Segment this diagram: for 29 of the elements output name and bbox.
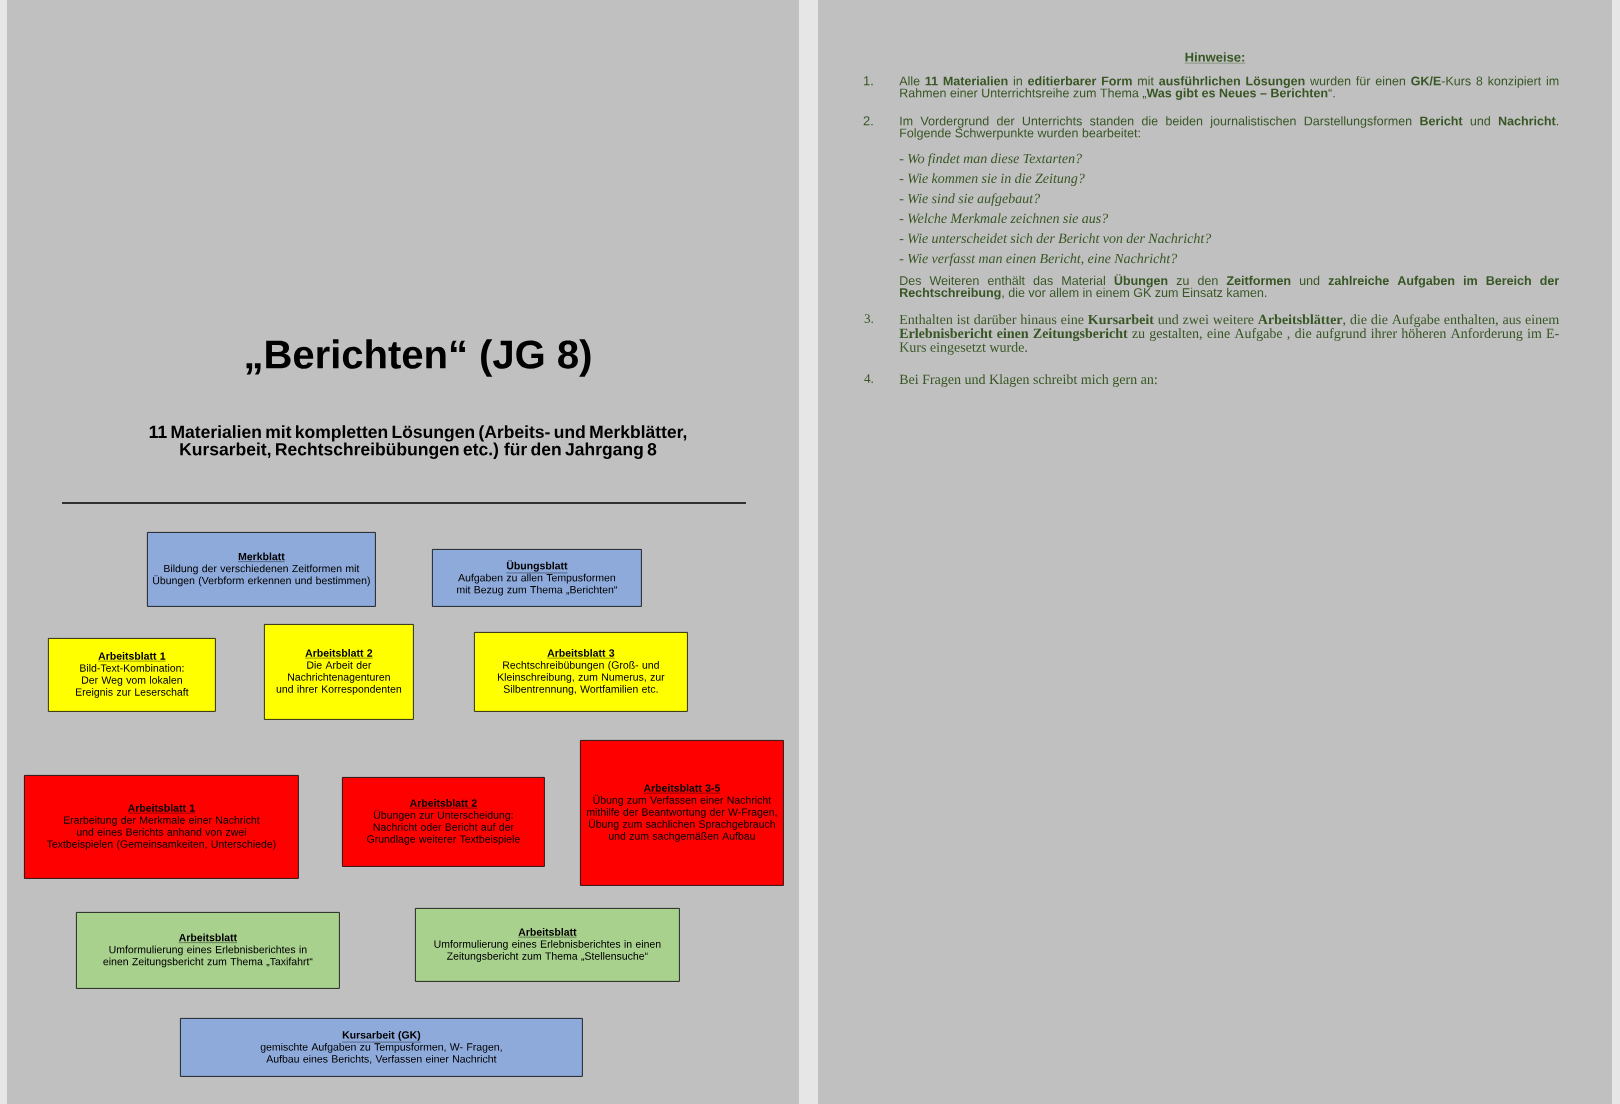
question-item: - Wie verfasst man einen Bericht, eine Nachricht? bbox=[899, 253, 1178, 267]
subtitle: 11 Materialien mit kompletten Lösungen (Arbeits- und Merkblätter, Kursarbeit, Rechtschreibübungen etc.) für den Jahrgang 8 bbox=[149, 425, 687, 459]
paragraph: Alle 11 Materialien in editierbarer Form mit ausführlichen Lösungen wurden für einen GK/E-Kurs 8 konzipiert im Rahmen einer Unterrichtsreihe zum Thema „Was gibt es Neues – Berichten“. bbox=[899, 76, 1559, 100]
list-number: 1. bbox=[863, 76, 873, 86]
question-item: - Welche Merkmale zeichnen sie aus? bbox=[899, 213, 1109, 224]
worksheet-box: Übungsblatt Aufgaben zu allen Tempusformen mit Bezug zum Thema „Berichten“ bbox=[432, 549, 642, 607]
paragraph: Enthalten ist darüber hinaus eine Kursarbeit und zwei weitere Arbeitsblätter, die die Aufgabe enthalten, aus einem Erlebnisbericht einen Zeitungsbericht zu gestalten, eine Aufgabe , die aufgrund ihrer höheren Anforderung im E- Kurs eingesetzt wurde. bbox=[899, 314, 1559, 355]
heading: Hinweise: bbox=[1184, 52, 1246, 64]
worksheet-box: Arbeitsblatt 2 Die Arbeit der Nachrichtenagenturen und ihrer Korrespondenten bbox=[264, 624, 414, 720]
worksheet-box: Kursarbeit (GK) gemischte Aufgaben zu Tempusformen, W- Fragen, Aufbau eines Berichts, Verfassen einer Nachricht bbox=[180, 1018, 583, 1077]
worksheet-box: Merkblatt Bildung der verschiedenen Zeitformen mit Übungen (Verbform erkennen und bestimmen) bbox=[147, 532, 376, 607]
worksheet-box: Arbeitsblatt 1 Erarbeitung der Merkmale einer Nachricht und eines Berichts anhand von zwei Textbeispielen (Gemeinsamkeiten, Unterschiede) bbox=[24, 775, 299, 879]
worksheet-box: Arbeitsblatt Umformulierung eines Erlebnisberichtes in einen Zeitungsbericht zum Thema „Taxifahrt“ bbox=[76, 912, 340, 989]
list-number: 3. bbox=[864, 314, 873, 323]
list-number: 2. bbox=[863, 116, 873, 126]
worksheet-box: Arbeitsblatt 3 Rechtschreibübungen (Groß- und Kleinschreibung, zum Numerus, zur Silbentrennung, Wortfamilien etc. bbox=[474, 632, 688, 712]
question-item: - Wie sind sie aufgebaut? bbox=[899, 193, 1040, 207]
worksheet-box: Arbeitsblatt 3-5 Übung zum Verfassen einer Nachricht mithilfe der Beantwortung der W-Fragen, Übung zum sachlichen Sprachgebrauch und zum sachgemäßen Aufbau bbox=[580, 740, 784, 886]
title: „Berichten“ (JG 8) bbox=[246, 339, 591, 377]
paragraph: Bei Fragen und Klagen schreibt mich gern an: bbox=[899, 374, 1157, 387]
worksheet-box: Arbeitsblatt 2 Übungen zur Unterscheidung: Nachricht oder Bericht auf der Grundlage weiterer Textbeispiele bbox=[342, 777, 545, 867]
worksheet-box: Arbeitsblatt 1 Bild-Text-Kombination: Der Weg vom lokalen Ereignis zur Leserschaft bbox=[48, 638, 216, 712]
question-item: - Wo findet man diese Textarten? bbox=[899, 153, 1082, 167]
worksheet-box: Arbeitsblatt Umformulierung eines Erlebnisberichtes in einen Zeitungsbericht zum Thema „Stellensuche“ bbox=[415, 908, 680, 982]
paragraph: Im Vordergrund der Unterrichts standen die beiden journalistischen Darstellungsformen Bericht und Nachricht. Folgende Schwerpunkte wurden bearbeitet: bbox=[900, 116, 1559, 140]
question-item: - Wie kommen sie in die Zeitung? bbox=[899, 173, 1085, 186]
paragraph: Des Weiteren enthält das Material Übungen zu den Zeitformen und zahlreiche Aufgaben im Bereich der Rechtschreibung, die vor allem in einem GK zum Einsatz kamen. bbox=[900, 274, 1559, 300]
question-item: - Wie unterscheidet sich der Bericht von der Nachricht? bbox=[899, 233, 1212, 244]
list-number: 4. bbox=[864, 374, 873, 383]
